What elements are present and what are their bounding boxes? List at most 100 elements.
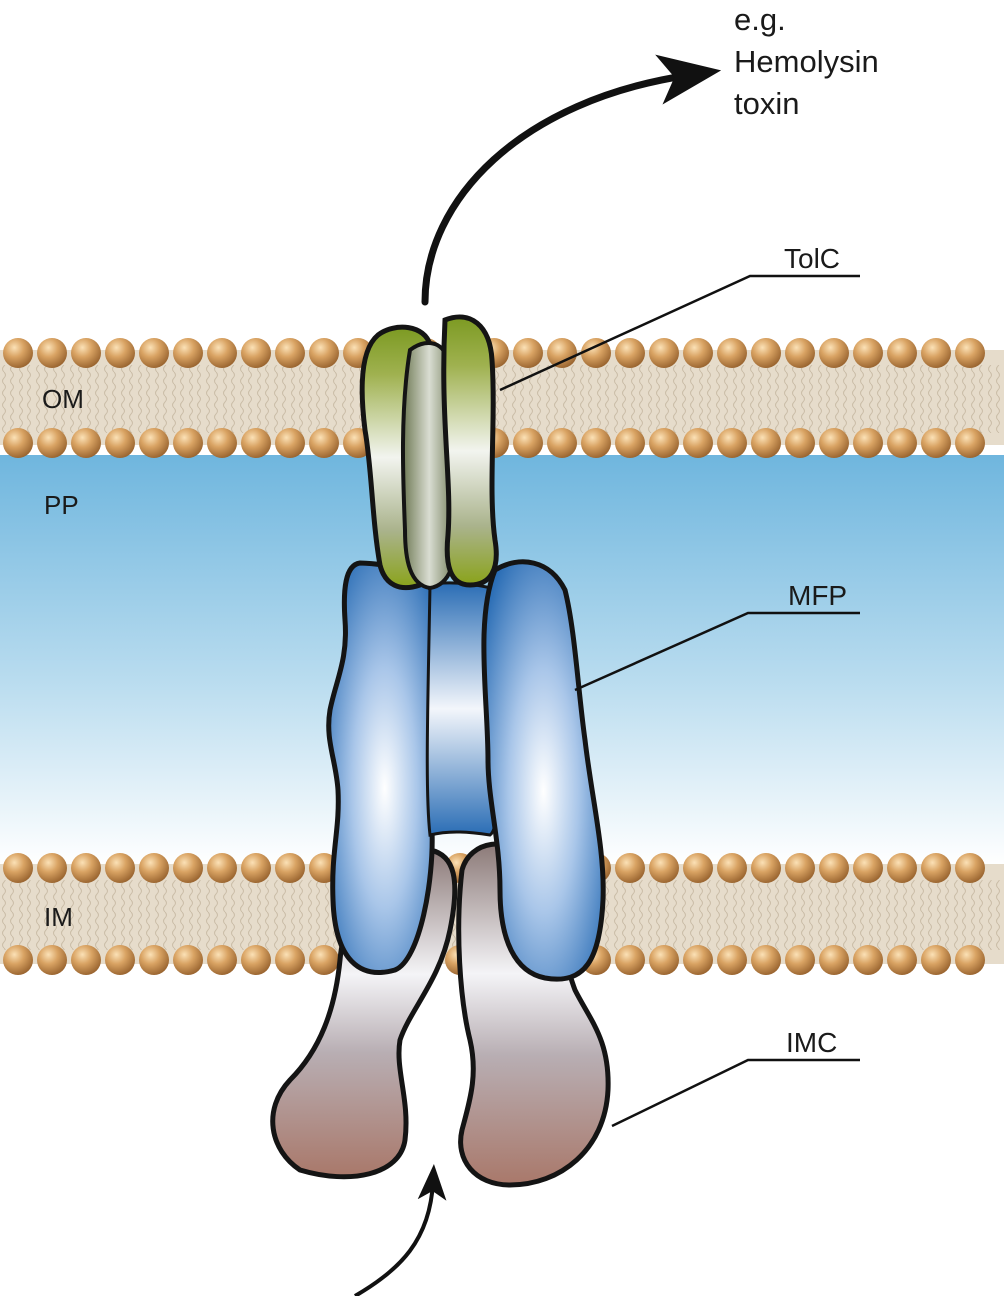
lipid-head [309, 945, 339, 975]
lipid-head [717, 853, 747, 883]
lipid-head [581, 428, 611, 458]
lipid-head [37, 945, 67, 975]
tolc-protein [359, 314, 499, 591]
lipid-head [139, 853, 169, 883]
lipid-head [207, 945, 237, 975]
cargo-label-line-1: e.g. [734, 2, 786, 37]
tolc-callout-label: TolC [784, 243, 840, 274]
lipid-head [173, 853, 203, 883]
curved-arrow-up-icon [353, 1164, 447, 1296]
lipid-head [139, 338, 169, 368]
lipid-head [887, 338, 917, 368]
lipid-head [71, 338, 101, 368]
lipid-head [751, 338, 781, 368]
curved-arrow-up-right-icon [421, 54, 722, 306]
lipid-head [37, 428, 67, 458]
lipid-head [751, 853, 781, 883]
lipid-head [819, 945, 849, 975]
lipid-head [853, 853, 883, 883]
lipid-head [615, 945, 645, 975]
lipid-head [683, 853, 713, 883]
lipid-head [275, 853, 305, 883]
mfp-protein [326, 559, 606, 982]
inner-membrane-label: IM [44, 902, 73, 932]
lipid-head [683, 945, 713, 975]
lipid-head [921, 945, 951, 975]
lipid-head [139, 945, 169, 975]
lipid-head [275, 428, 305, 458]
lipid-head [207, 338, 237, 368]
lipid-head [819, 428, 849, 458]
lipid-head [173, 338, 203, 368]
lipid-head [581, 338, 611, 368]
lipid-head [921, 338, 951, 368]
cargo-label-line-2: Hemolysin [734, 44, 879, 79]
lipid-head [785, 428, 815, 458]
lipid-head [207, 428, 237, 458]
lipid-head [887, 428, 917, 458]
lipid-head [955, 853, 985, 883]
lipid-head [853, 338, 883, 368]
lipid-head [513, 338, 543, 368]
lipid-head [649, 945, 679, 975]
lipid-head [649, 338, 679, 368]
lipid-head [955, 338, 985, 368]
lipid-head [105, 338, 135, 368]
lipid-head [649, 853, 679, 883]
lipid-head [241, 945, 271, 975]
lipid-head [683, 338, 713, 368]
lipid-head [785, 338, 815, 368]
lipid-head [275, 338, 305, 368]
lipid-head [717, 945, 747, 975]
lipid-head [785, 853, 815, 883]
lipid-head [105, 853, 135, 883]
lipid-head [853, 428, 883, 458]
lipid-head [241, 428, 271, 458]
imc-callout-label: IMC [786, 1027, 837, 1058]
outer-membrane-label: OM [42, 384, 84, 414]
lipid-head [819, 338, 849, 368]
lipid-head [683, 428, 713, 458]
lipid-head [921, 428, 951, 458]
lipid-head [173, 945, 203, 975]
mfp-callout-label: MFP [788, 580, 847, 611]
cargo-label-line-3: toxin [734, 86, 799, 121]
lipid-head [615, 428, 645, 458]
periplasm-label: PP [44, 490, 79, 520]
lipid-head [751, 428, 781, 458]
lipid-head [37, 338, 67, 368]
lipid-head [887, 945, 917, 975]
lipid-head [615, 338, 645, 368]
lipid-head [207, 853, 237, 883]
lipid-head [513, 428, 543, 458]
lipid-head [173, 428, 203, 458]
lipid-head [309, 338, 339, 368]
lipid-head [717, 338, 747, 368]
lipid-head [105, 945, 135, 975]
mfp-leader-line [574, 611, 860, 692]
lipid-head [71, 853, 101, 883]
tolc-leader-line [499, 274, 860, 392]
lipid-head [105, 428, 135, 458]
lipid-head [241, 338, 271, 368]
lipid-head [921, 853, 951, 883]
lipid-head [3, 338, 33, 368]
lipid-head [887, 853, 917, 883]
lipid-head [139, 428, 169, 458]
lipid-head [955, 428, 985, 458]
lipid-head [3, 945, 33, 975]
outer-membrane [0, 338, 1004, 458]
lipid-head [71, 428, 101, 458]
lipid-head [3, 428, 33, 458]
lipid-head [275, 945, 305, 975]
lipid-head [71, 945, 101, 975]
lipid-head [241, 853, 271, 883]
lipid-head [37, 853, 67, 883]
lipid-head [309, 428, 339, 458]
lipid-head [751, 945, 781, 975]
lipid-head [785, 945, 815, 975]
lipid-head [853, 945, 883, 975]
lipid-head [547, 338, 577, 368]
lipid-head [649, 428, 679, 458]
